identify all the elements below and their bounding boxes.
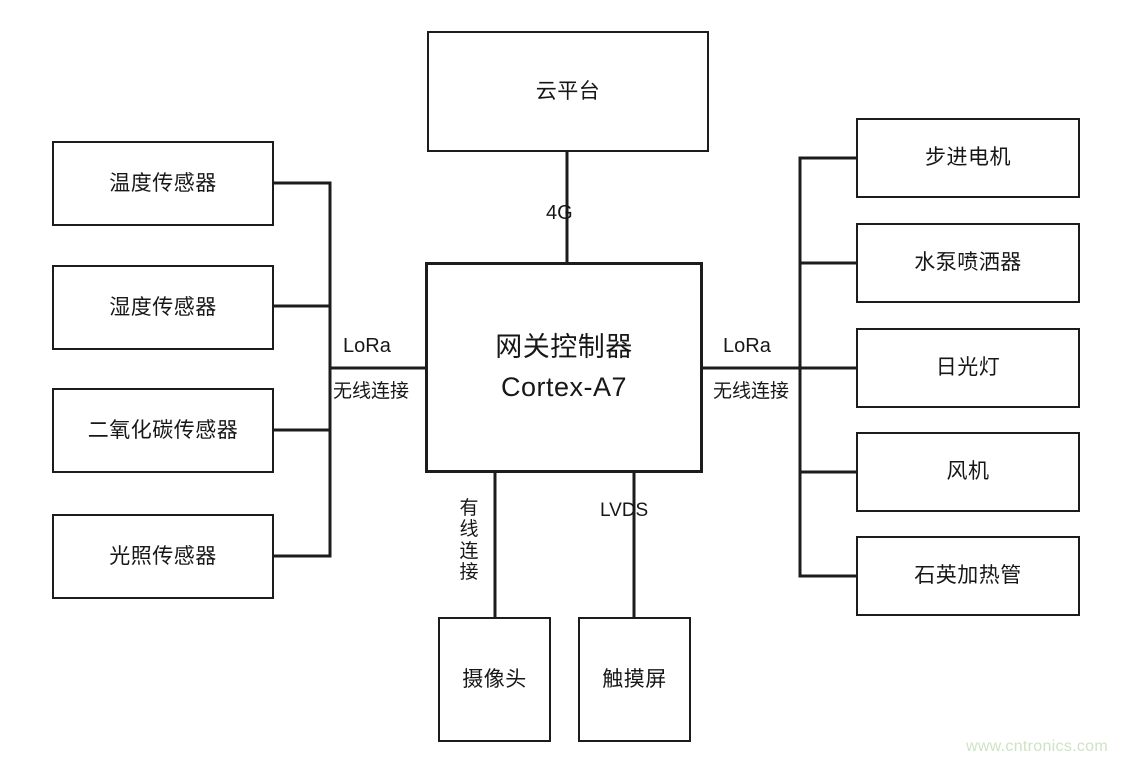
node-touchscreen-label: 触摸屏: [602, 667, 667, 691]
watermark: www.cntronics.com: [965, 738, 1108, 755]
link-label-left-medium: 无线连接: [333, 381, 410, 402]
node-sensor-temperature-label: 温度传感器: [109, 171, 217, 195]
node-actuator-daylight-lamp-label: 日光灯: [935, 356, 1001, 380]
link-label-4g: 4G: [546, 202, 573, 224]
node-sensor-co2-label: 二氧化碳传感器: [87, 418, 239, 442]
node-sensor-humidity-label: 湿度传感器: [109, 295, 217, 319]
link-label-right-medium: 无线连接: [713, 381, 790, 402]
node-actuator-stepper-motor[interactable]: 步进电机: [856, 118, 1080, 198]
node-sensor-co2[interactable]: 二氧化碳传感器: [52, 388, 274, 473]
node-actuator-daylight-lamp[interactable]: 日光灯: [856, 328, 1080, 408]
node-touchscreen[interactable]: 触摸屏: [578, 617, 691, 742]
node-actuator-fan-label: 风机: [946, 460, 990, 484]
node-actuator-water-pump[interactable]: 水泵喷洒器: [856, 223, 1080, 303]
link-label-lvds: LVDS: [600, 500, 649, 521]
node-sensor-light[interactable]: 光照传感器: [52, 514, 274, 599]
node-actuator-quartz-heater[interactable]: 石英加热管: [856, 536, 1080, 616]
node-gateway-controller-line1: 网关控制器: [495, 332, 633, 363]
node-cloud-platform-label: 云平台: [535, 79, 601, 103]
node-cloud-platform[interactable]: 云平台: [427, 31, 709, 152]
node-sensor-light-label: 光照传感器: [109, 544, 217, 568]
node-actuator-stepper-motor-label: 步进电机: [925, 146, 1011, 170]
node-actuator-quartz-heater-label: 石英加热管: [914, 564, 1022, 588]
node-actuator-fan[interactable]: 风机: [856, 432, 1080, 512]
node-gateway-controller[interactable]: 网关控制器 Cortex-A7: [425, 262, 703, 473]
node-gateway-controller-line2: Cortex-A7: [500, 371, 628, 402]
node-sensor-humidity[interactable]: 湿度传感器: [52, 265, 274, 350]
link-label-left-protocol: LoRa: [343, 335, 391, 357]
node-actuator-water-pump-label: 水泵喷洒器: [914, 251, 1022, 275]
node-camera-label: 摄像头: [462, 667, 527, 691]
node-sensor-temperature[interactable]: 温度传感器: [52, 141, 274, 226]
node-camera[interactable]: 摄像头: [438, 617, 551, 742]
link-label-camera-wired: 有线连接: [459, 498, 479, 583]
link-label-right-protocol: LoRa: [723, 335, 771, 357]
